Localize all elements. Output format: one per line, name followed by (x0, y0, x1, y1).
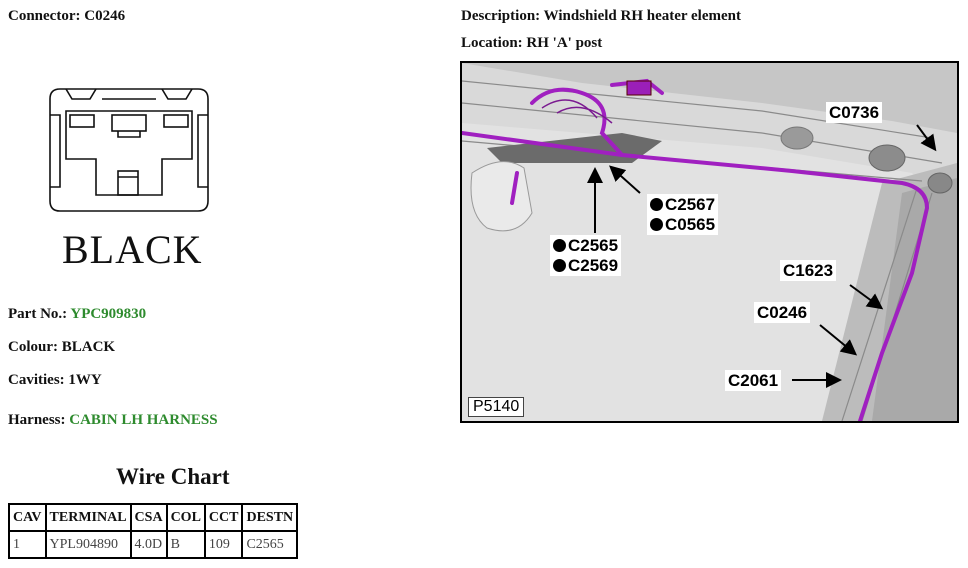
description-line: Description: Windshield RH heater elemen… (461, 8, 741, 25)
description-label: Description: (461, 8, 541, 24)
callout-c2565: C2565 (550, 235, 622, 256)
column-header-cct: CCT (203, 503, 244, 532)
colour-value: BLACK (61, 339, 116, 355)
description-value: Windshield RH heater element (543, 8, 741, 24)
colour-line: Colour: BLACK (8, 339, 115, 356)
callout-c0736: C0736 (826, 102, 883, 123)
column-header-csa: CSA (129, 503, 168, 532)
connector-label: Connector: (8, 8, 81, 24)
table-row: 1 YPL904890 4.0D B 109 C2565 (8, 530, 299, 559)
location-label: Location: (461, 35, 523, 51)
harness-label: Harness: (8, 412, 66, 428)
bullet-icon (650, 218, 663, 231)
figure-code-label: P5140 (468, 397, 525, 417)
cavities-value: 1WY (68, 372, 102, 388)
column-header-terminal: TERMINAL (44, 503, 132, 532)
callout-c2061: C2061 (725, 370, 782, 391)
callout-c0246: C0246 (754, 302, 811, 323)
cell-terminal: YPL904890 (44, 530, 132, 559)
callout-c0565: C0565 (647, 214, 719, 235)
location-illustration: C0736 C2567 C0565 C2565 C2569 C1623 C024… (460, 61, 959, 423)
cell-col: B (165, 530, 206, 559)
location-value: RH 'A' post (526, 35, 603, 51)
part-number-line: Part No.: YPC909830 (8, 306, 146, 323)
cell-destn: C2565 (241, 530, 299, 559)
location-line: Location: RH 'A' post (461, 35, 602, 52)
callout-c2567: C2567 (647, 194, 719, 215)
bullet-icon (553, 259, 566, 272)
column-header-col: COL (165, 503, 206, 532)
cell-cct: 109 (203, 530, 244, 559)
cell-cav: 1 (8, 530, 47, 559)
connector-face-drawing (49, 88, 209, 212)
connector-value: C0246 (84, 8, 126, 24)
cell-csa: 4.0D (129, 530, 168, 559)
harness-line: Harness: CABIN LH HARNESS (8, 412, 218, 429)
cavities-label: Cavities: (8, 372, 65, 388)
column-header-cav: CAV (8, 503, 47, 532)
cavities-line: Cavities: 1WY (8, 372, 102, 389)
connector-line: Connector: C0246 (8, 8, 125, 25)
colour-label: Colour: (8, 339, 58, 355)
column-header-destn: DESTN (241, 503, 299, 532)
wire-chart-table: CAV TERMINAL CSA COL CCT DESTN 1 YPL9048… (8, 503, 299, 559)
callout-c1623: C1623 (780, 260, 837, 281)
wire-chart-header-row: CAV TERMINAL CSA COL CCT DESTN (8, 503, 299, 532)
callout-c2569: C2569 (550, 255, 622, 276)
harness-link[interactable]: CABIN LH HARNESS (69, 412, 218, 428)
bullet-icon (650, 198, 663, 211)
connector-colour-caption: BLACK (62, 227, 203, 272)
wire-chart-title: Wire Chart (116, 464, 230, 489)
a-post-harness-drawing (462, 63, 957, 421)
part-number-link[interactable]: YPC909830 (70, 306, 147, 322)
bullet-icon (553, 239, 566, 252)
part-number-label: Part No.: (8, 306, 68, 322)
